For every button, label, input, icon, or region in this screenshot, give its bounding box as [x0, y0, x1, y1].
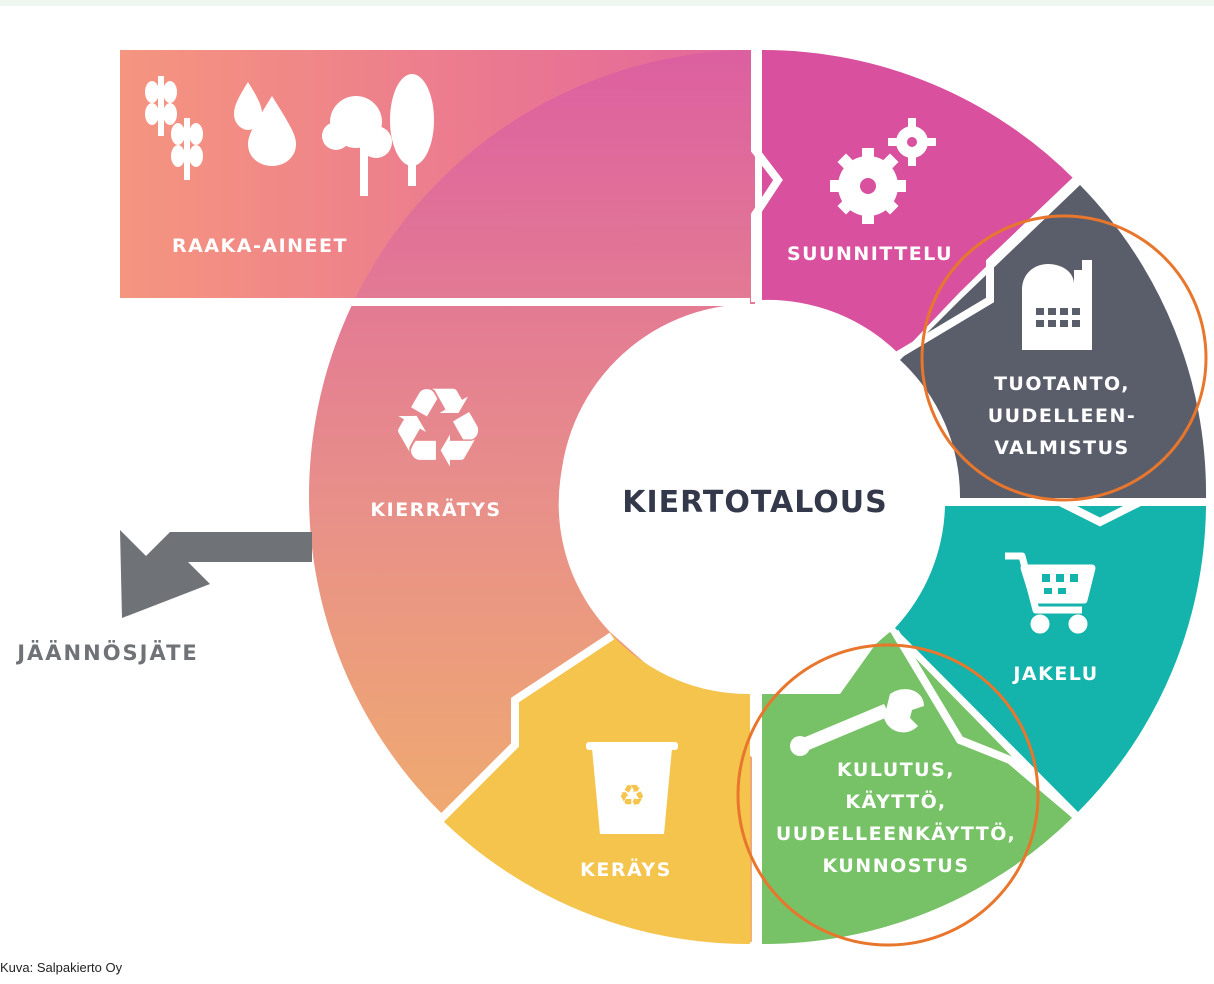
- label-distribution: JAKELU: [1011, 663, 1098, 685]
- label-center: KIERTOTALOUS: [622, 485, 888, 520]
- cart-grid: [1042, 574, 1078, 594]
- label-recycling: KIERRÄTYS: [370, 497, 501, 521]
- residual-waste-arrow: [120, 530, 312, 618]
- center-circle: [560, 304, 944, 688]
- label-consumption-line2: KÄYTTÖ,: [845, 789, 946, 813]
- label-collection: KERÄYS: [580, 857, 672, 881]
- recycle-bin-icon: ♻: [586, 742, 678, 834]
- gears-icon: [830, 118, 936, 224]
- wrench-icon: [790, 689, 924, 756]
- label-production-line1: TUOTANTO,: [994, 373, 1130, 395]
- distribution-segment[interactable]: [895, 506, 1206, 812]
- label-production-line2: UUDELLEEN-: [988, 405, 1137, 427]
- factory-icon: [1022, 260, 1092, 350]
- wheat-icon: [145, 76, 203, 180]
- label-consumption-line3: UUDELLEENKÄYTTÖ,: [776, 821, 1016, 845]
- highlight-circle-production: [920, 214, 1208, 502]
- label-residual-waste: JÄÄNNÖSJÄTE: [15, 640, 199, 665]
- label-consumption-line1: KULUTUS,: [837, 759, 955, 781]
- trees-icon: [322, 74, 434, 196]
- svg-text:♻: ♻: [619, 779, 646, 814]
- design-segment[interactable]: [762, 49, 1075, 356]
- image-credit: Kuva: Salpakierto Oy: [0, 960, 123, 975]
- consumption-segment[interactable]: [762, 632, 1072, 945]
- label-production-line3: VALMISTUS: [994, 437, 1129, 459]
- highlight-circle-consumption: [736, 643, 1040, 947]
- label-raw-materials: RAAKA-AINEET: [172, 235, 348, 257]
- label-design: SUUNNITTELU: [787, 243, 953, 265]
- top-strip: [0, 0, 1214, 6]
- recycle-icon: ♻: [389, 364, 488, 492]
- label-consumption-line4: KUNNOSTUS: [822, 855, 969, 877]
- water-drop-icon: [234, 82, 296, 166]
